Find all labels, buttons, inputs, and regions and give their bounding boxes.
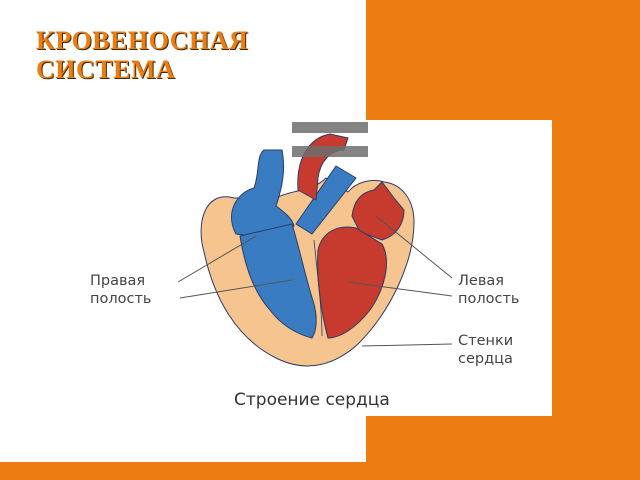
label-right-cavity-line-1: Правая	[90, 273, 146, 289]
heart-illustration	[177, 122, 453, 367]
overlay-box-1	[292, 122, 368, 133]
leader-line-right-2	[179, 279, 293, 299]
label-left-cavity: Левая полость	[458, 272, 519, 308]
orange-bottom-bar	[0, 462, 640, 480]
left-atrium	[351, 181, 405, 241]
label-heart-walls-line-1: Стенки	[458, 333, 514, 349]
right-atrium	[231, 149, 295, 241]
slide-title-line-2: СИСТЕМА	[36, 55, 176, 84]
overlay-box-2	[292, 146, 368, 157]
heart-diagram: Правая полость Левая полость Стенки серд…	[86, 120, 552, 416]
slide-title-line-1: КРОВЕНОСНАЯ	[36, 26, 249, 55]
label-left-cavity-line-2: полость	[458, 291, 520, 307]
pulmonary-artery	[295, 165, 357, 235]
label-heart-walls: Стенки сердца	[458, 332, 513, 368]
slide-title: КРОВЕНОСНАЯ СИСТЕМА	[36, 26, 248, 84]
septum	[313, 239, 323, 337]
label-right-cavity: Правая полость	[90, 272, 151, 308]
leader-line-right-1	[177, 235, 257, 283]
diagram-caption: Строение сердца	[234, 390, 390, 410]
leader-line-walls	[361, 343, 453, 347]
label-heart-walls-line-2: сердца	[458, 351, 513, 367]
leader-line-left-1	[375, 215, 453, 279]
label-right-cavity-line-2: полость	[90, 291, 152, 307]
label-left-cavity-line-1: Левая	[458, 273, 504, 289]
leader-line-left-2	[347, 281, 453, 297]
